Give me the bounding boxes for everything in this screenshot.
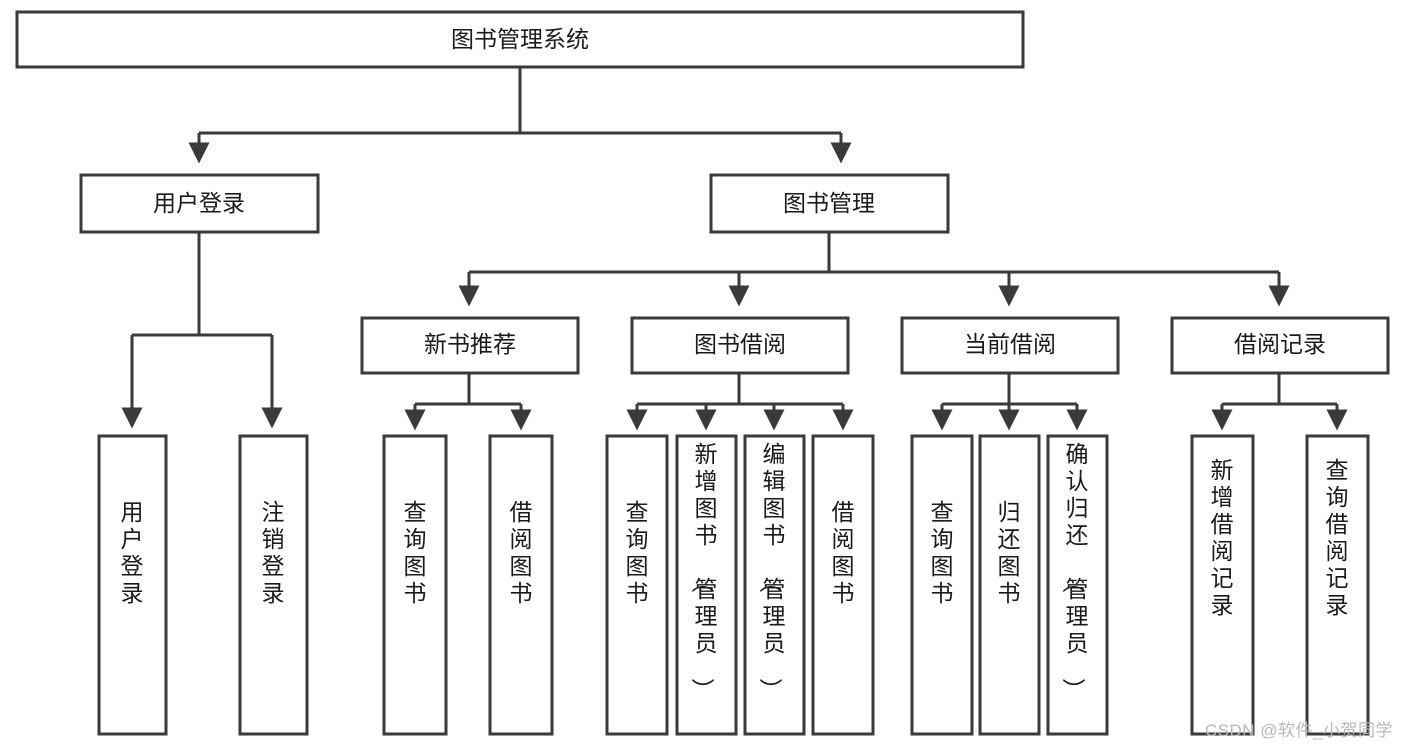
node-leaf-logout-login[interactable]: 注销登录 bbox=[238, 434, 309, 736]
node-new-book-recommend-label: 新书推荐 bbox=[424, 331, 516, 357]
node-leaf-user-login-box[interactable] bbox=[97, 434, 168, 736]
node-leaf-borrow-book-2-label: 借阅图书 bbox=[832, 499, 855, 606]
node-leaf-query-book-2-label: 查询图书 bbox=[626, 499, 649, 606]
node-leaf-add-record[interactable]: 新增借阅记录 bbox=[1190, 434, 1255, 736]
node-leaf-return-book-box[interactable] bbox=[978, 434, 1041, 736]
node-new-book-recommend-box[interactable] bbox=[360, 316, 580, 375]
node-leaf-add-book[interactable]: 新增图书（管理员） bbox=[675, 434, 738, 736]
node-book-management-box[interactable] bbox=[709, 173, 950, 234]
node-leaf-edit-book[interactable]: 编辑图书（管理员） bbox=[743, 434, 806, 736]
node-book-management[interactable]: 图书管理 bbox=[709, 173, 950, 234]
node-current-borrow[interactable]: 当前借阅 bbox=[900, 316, 1120, 375]
node-leaf-confirm-return[interactable]: 确认归还（管理员） bbox=[1046, 434, 1109, 736]
node-user-login[interactable]: 用户登录 bbox=[79, 173, 320, 234]
csdn-watermark: CSDN @软件_小贺同学 bbox=[1204, 721, 1393, 740]
node-leaf-edit-book-label: 编辑图书（管理员） bbox=[758, 441, 786, 701]
node-leaf-query-book-1-box[interactable] bbox=[382, 434, 448, 736]
node-book-management-label: 图书管理 bbox=[783, 190, 875, 216]
node-current-borrow-label: 当前借阅 bbox=[964, 331, 1056, 357]
node-book-borrow-label: 图书借阅 bbox=[694, 331, 786, 357]
node-leaf-add-record-label: 新增借阅记录 bbox=[1211, 457, 1234, 618]
node-leaf-query-book-1-label: 查询图书 bbox=[404, 499, 427, 606]
node-root-label: 图书管理系统 bbox=[451, 26, 589, 52]
node-user-login-label: 用户登录 bbox=[153, 190, 245, 216]
node-leaf-return-book[interactable]: 归还图书 bbox=[978, 434, 1041, 736]
node-leaf-return-book-label: 归还图书 bbox=[998, 499, 1021, 606]
node-current-borrow-box[interactable] bbox=[900, 316, 1120, 375]
node-leaf-borrow-book-1-box[interactable] bbox=[488, 434, 554, 736]
node-leaf-borrow-book-2-box[interactable] bbox=[811, 434, 875, 736]
node-borrow-record-box[interactable] bbox=[1170, 316, 1390, 375]
node-leaf-query-record[interactable]: 查询借阅记录 bbox=[1305, 434, 1370, 736]
node-leaf-add-book-label: 新增图书（管理员） bbox=[690, 441, 718, 701]
node-leaf-query-book-3-label: 查询图书 bbox=[931, 499, 954, 606]
node-leaf-query-book-1[interactable]: 查询图书 bbox=[382, 434, 448, 736]
node-leaf-borrow-book-2[interactable]: 借阅图书 bbox=[811, 434, 875, 736]
node-leaf-borrow-book-1-label: 借阅图书 bbox=[510, 499, 533, 606]
node-leaf-borrow-book-1[interactable]: 借阅图书 bbox=[488, 434, 554, 736]
node-leaf-query-book-2[interactable]: 查询图书 bbox=[605, 434, 669, 736]
node-leaf-edit-book-box[interactable] bbox=[743, 434, 806, 736]
node-leaf-add-book-box[interactable] bbox=[675, 434, 738, 736]
node-leaf-add-record-box[interactable] bbox=[1190, 434, 1255, 736]
node-book-borrow-box[interactable] bbox=[630, 316, 850, 375]
node-borrow-record[interactable]: 借阅记录 bbox=[1170, 316, 1390, 375]
node-leaf-query-book-2-box[interactable] bbox=[605, 434, 669, 736]
node-leaf-logout-login-box[interactable] bbox=[238, 434, 309, 736]
node-leaf-query-book-3-box[interactable] bbox=[910, 434, 974, 736]
node-leaf-query-book-3[interactable]: 查询图书 bbox=[910, 434, 974, 736]
connector-layer bbox=[121, 67, 1348, 431]
node-new-book-recommend[interactable]: 新书推荐 bbox=[360, 316, 580, 375]
node-leaf-logout-login-label: 注销登录 bbox=[262, 499, 285, 606]
node-root[interactable]: 图书管理系统 bbox=[15, 10, 1025, 69]
node-leaf-query-record-label: 查询借阅记录 bbox=[1326, 457, 1349, 618]
node-leaf-confirm-return-box[interactable] bbox=[1046, 434, 1109, 736]
node-user-login-box[interactable] bbox=[79, 173, 320, 234]
node-book-borrow[interactable]: 图书借阅 bbox=[630, 316, 850, 375]
node-leaf-user-login[interactable]: 用户登录 bbox=[97, 434, 168, 736]
node-leaf-user-login-label: 用户登录 bbox=[121, 499, 144, 606]
node-root-box[interactable] bbox=[15, 10, 1025, 69]
node-borrow-record-label: 借阅记录 bbox=[1234, 331, 1326, 357]
node-leaf-confirm-return-label: 确认归还（管理员） bbox=[1061, 441, 1089, 701]
node-leaf-query-record-box[interactable] bbox=[1305, 434, 1370, 736]
